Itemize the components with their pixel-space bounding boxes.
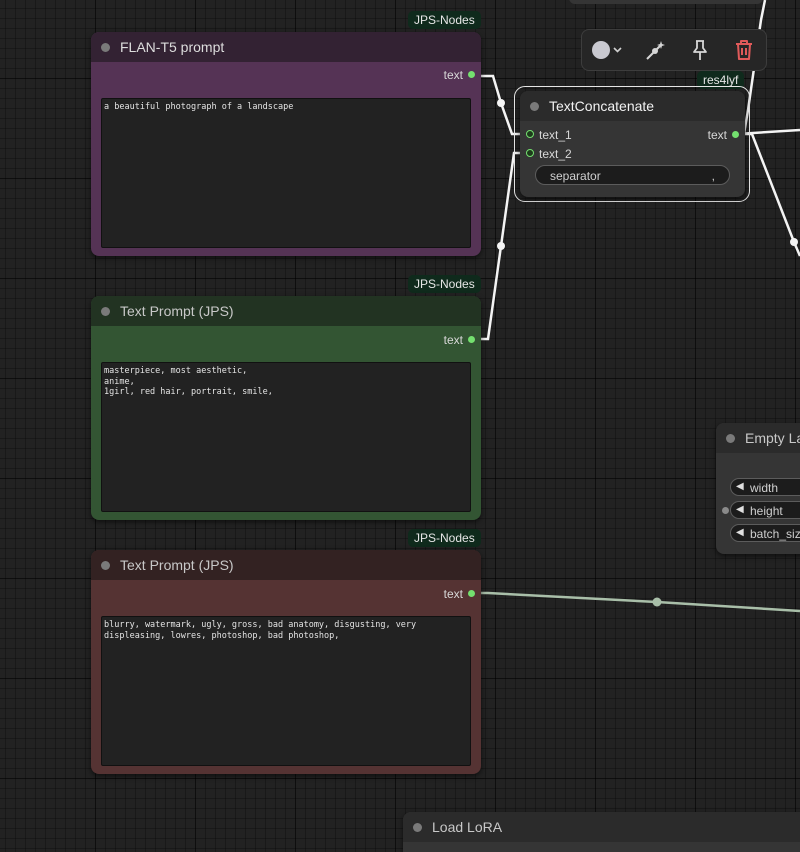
output-slot-dot-icon[interactable] [468,336,475,343]
output-slot-dot-icon[interactable] [468,590,475,597]
input-label-text1: text_1 [539,128,572,142]
wire-negative-out [473,591,800,613]
height-label: height [750,504,783,518]
separator-label: separator [550,169,601,183]
width-label: width [750,481,779,495]
output-slot-row: text [91,581,481,605]
prompt-textarea[interactable]: masterpiece, most aesthetic, anime, 1gir… [101,362,471,512]
prompt-textarea[interactable]: blurry, watermark, ugly, gross, bad anat… [101,616,471,766]
node-title-bar[interactable]: TextConcatenate [520,91,745,121]
output-slot-row: text [91,327,481,351]
empty-latent-node[interactable]: Empty La ◀ width ◀ height ◀ batch_siz [716,423,800,554]
wire-reroute-dot [652,597,662,607]
selection-outline [514,86,750,202]
output-label: text [443,587,463,601]
node-title: Text Prompt (JPS) [120,303,234,319]
node-title-bar[interactable]: Load LoRA [403,812,800,842]
height-widget[interactable]: ◀ height [730,501,800,519]
color-circle-icon [592,41,622,59]
collapse-dot-icon[interactable] [726,433,735,443]
wire-reroute-dot [497,242,505,250]
node-title: Load LoRA [432,819,503,835]
node-title-bar[interactable]: Text Prompt (JPS) [91,296,481,326]
node-source-badge: JPS-Nodes [408,529,481,547]
node-source-badge: res4lyf [697,71,745,89]
input-label-text2: text_2 [539,147,572,161]
bypass-button[interactable] [636,30,676,70]
separator-value: , [711,169,715,183]
node-title: TextConcatenate [549,98,655,114]
decrement-arrow-icon[interactable]: ◀ [736,481,744,492]
batch-size-label: batch_siz [750,527,800,541]
height-input-slot-icon[interactable] [722,507,729,514]
pin-icon [693,40,707,60]
output-label: text [443,333,463,347]
trash-icon [736,40,752,60]
collapse-dot-icon[interactable] [413,822,422,832]
node-source-badge: JPS-Nodes [408,275,481,293]
node-title: Empty La [745,430,800,446]
selection-toolbox [581,29,767,71]
wire-reroute-dot [790,238,798,246]
collapse-dot-icon[interactable] [101,560,110,570]
collapse-dot-icon[interactable] [530,101,539,111]
node-title: Text Prompt (JPS) [120,557,234,573]
output-label: text [707,128,727,142]
partial-node-top [569,0,763,4]
prompt-textarea[interactable]: a beautiful photograph of a landscape [101,98,471,248]
bypass-wand-icon [646,41,665,60]
text-concatenate-node[interactable]: TextConcatenate text_1 text text_2 separ… [520,91,745,197]
decrement-arrow-icon[interactable]: ◀ [736,527,744,538]
node-title-bar[interactable]: Empty La [716,423,800,453]
input-slot-text1-icon[interactable] [526,130,534,138]
output-label: text [443,68,463,82]
collapse-dot-icon[interactable] [101,42,110,52]
output-slot-dot-icon[interactable] [468,71,475,78]
flan-t5-prompt-node[interactable]: FLAN-T5 prompt text a beautiful photogra… [91,32,481,256]
wire-reroute-dot [497,99,505,107]
collapse-dot-icon[interactable] [101,306,110,316]
delete-button[interactable] [724,30,764,70]
node-title-bar[interactable]: FLAN-T5 prompt [91,32,481,62]
width-widget[interactable]: ◀ width [730,478,800,496]
node-title-bar[interactable]: Text Prompt (JPS) [91,550,481,580]
pin-button[interactable] [680,30,720,70]
node-source-badge: JPS-Nodes [408,11,481,29]
text-prompt-positive-node[interactable]: Text Prompt (JPS) text masterpiece, most… [91,296,481,520]
output-slot-row: text [91,62,481,86]
node-title: FLAN-T5 prompt [120,39,225,55]
batch-size-widget[interactable]: ◀ batch_siz [730,524,800,542]
decrement-arrow-icon[interactable]: ◀ [736,504,744,515]
text-prompt-negative-node[interactable]: Text Prompt (JPS) text blurry, watermark… [91,550,481,774]
output-slot-dot-icon[interactable] [732,131,739,138]
separator-widget[interactable]: separator , [535,165,730,185]
load-lora-node[interactable]: Load LoRA [403,812,800,852]
color-picker-button[interactable] [588,30,626,70]
input-slot-text2-icon[interactable] [526,149,534,157]
